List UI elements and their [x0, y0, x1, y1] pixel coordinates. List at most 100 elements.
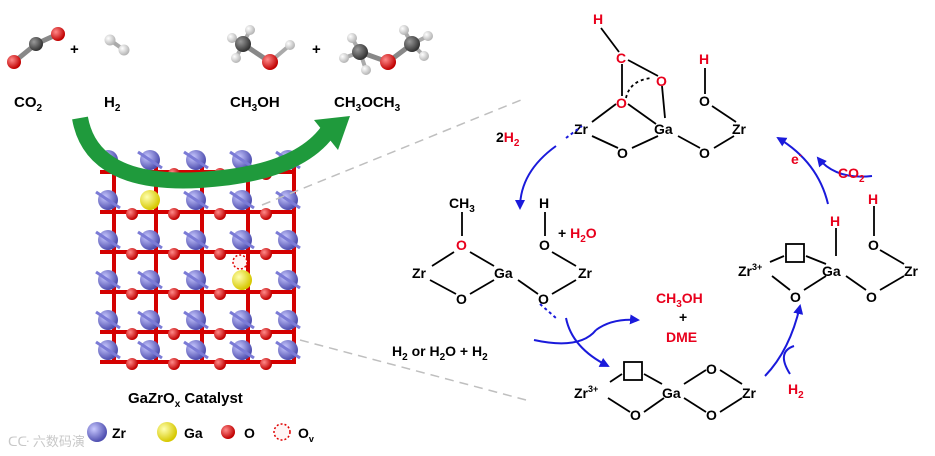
methanol-molecule-icon — [227, 25, 295, 70]
svg-text:Zr: Zr — [904, 263, 919, 279]
svg-text:O: O — [790, 289, 801, 305]
ga-atom — [232, 270, 252, 290]
zr-bond — [183, 230, 209, 250]
zr-bond — [137, 340, 163, 360]
product-dme-label: DME — [666, 329, 697, 345]
o-atom — [126, 358, 138, 370]
zr-bond — [95, 270, 121, 290]
o-atom — [260, 358, 272, 370]
svg-text:O: O — [706, 407, 717, 423]
step-electron-label: e- — [791, 150, 802, 167]
water-release-label: + H2O — [558, 225, 597, 245]
step-h2-bottom-label: H2 — [788, 381, 804, 401]
legend-ga-label: Ga — [184, 425, 203, 441]
zr-bond — [275, 190, 301, 210]
vacancy-square-bottom — [623, 361, 643, 381]
plus-label-1: + — [70, 41, 79, 58]
co2-label: CO2 — [14, 94, 43, 114]
zr-bond — [229, 310, 255, 330]
o-atom — [126, 328, 138, 340]
zoom-line-bottom — [299, 339, 527, 401]
o-atom — [126, 288, 138, 300]
o-atom — [260, 248, 272, 260]
cycle-bonds — [429, 27, 905, 413]
legend-zr-label: Zr — [112, 425, 127, 441]
svg-text:Ga: Ga — [662, 385, 681, 401]
svg-text:Zr: Zr — [742, 385, 757, 401]
svg-text:Zr: Zr — [574, 121, 589, 137]
svg-text:O: O — [616, 95, 627, 111]
step-2h2-label: 2H2 — [496, 129, 520, 149]
svg-text:O: O — [699, 93, 710, 109]
zr-bond — [183, 310, 209, 330]
o-atom — [260, 208, 272, 220]
svg-text:O: O — [866, 289, 877, 305]
svg-text:H: H — [699, 51, 709, 67]
product-ch3oh-label: CH3OH — [656, 290, 703, 310]
o-atom — [260, 288, 272, 300]
svg-text:Ga: Ga — [494, 265, 513, 281]
top-intermediate: H C O O Zr Ga Zr H O O O — [574, 11, 747, 161]
zr-bond — [229, 150, 255, 170]
h2-molecule-icon — [104, 34, 130, 56]
o-atom — [168, 328, 180, 340]
oxygen-vacancy — [232, 254, 248, 270]
svg-text:O: O — [706, 361, 717, 377]
h2-label: H2 — [104, 94, 121, 114]
o-atom — [214, 208, 226, 220]
product-plus-label: + — [679, 309, 687, 325]
o-atom-icon — [221, 425, 235, 439]
zr3-label-bottom: Zr3+ — [574, 384, 598, 401]
plus-label-2: + — [312, 41, 321, 58]
bottom-intermediate: Zr3+ Ga Zr O O O — [574, 361, 757, 423]
o-atom — [126, 208, 138, 220]
co2-molecule-icon — [7, 27, 65, 69]
watermark: ᑕᑢ 六数码演 — [8, 434, 85, 449]
zr-atom-icon — [87, 422, 107, 442]
zr-bond — [229, 230, 255, 250]
ch3oh-label: CH3OH — [230, 94, 280, 114]
zr-bond — [183, 270, 209, 290]
ga-atom — [140, 190, 160, 210]
svg-text:O: O — [630, 407, 641, 423]
oxygen-vacancy-icon — [273, 423, 291, 441]
zr-bond — [137, 270, 163, 290]
cycle-arrows — [515, 125, 873, 377]
o-atom — [260, 328, 272, 340]
svg-text:Ga: Ga — [654, 121, 673, 137]
o-atom — [168, 358, 180, 370]
step-co2-label: CO2 — [838, 165, 865, 185]
right-intermediate: Zr3+ Ga Zr H H O O O — [738, 191, 919, 305]
o-atom — [214, 288, 226, 300]
svg-text:H: H — [868, 191, 878, 207]
legend-o-label: O — [244, 425, 255, 441]
step-h2-h2o-label: H2 or H2O + H2 — [392, 343, 488, 363]
svg-text:Zr: Zr — [732, 121, 747, 137]
zr-bond — [137, 230, 163, 250]
svg-text:O: O — [456, 237, 467, 253]
o-atom — [168, 248, 180, 260]
svg-text:O: O — [699, 145, 710, 161]
zr-bond — [275, 270, 301, 290]
legend: Zr Ga O Ov — [87, 422, 314, 444]
svg-text:H: H — [539, 195, 549, 211]
svg-text:O: O — [456, 291, 467, 307]
zr3-label-right: Zr3+ — [738, 262, 762, 279]
svg-text:Ga: Ga — [822, 263, 841, 279]
catalyst-title: GaZrOx Catalyst — [128, 390, 243, 410]
ch3-label: CH3 — [449, 195, 475, 215]
dme-molecule-icon — [339, 25, 433, 75]
zr-bond — [275, 310, 301, 330]
zr-bond — [183, 190, 209, 210]
svg-text:H: H — [830, 213, 840, 229]
ga-atom-icon — [157, 422, 177, 442]
svg-text:O: O — [656, 73, 667, 89]
o-atom — [168, 208, 180, 220]
o-atom — [214, 358, 226, 370]
zr-bond — [95, 310, 121, 330]
green-curved-arrow — [72, 116, 350, 189]
svg-text:O: O — [617, 145, 628, 161]
vacancy-square-right — [785, 243, 805, 263]
svg-text:H: H — [593, 11, 603, 27]
